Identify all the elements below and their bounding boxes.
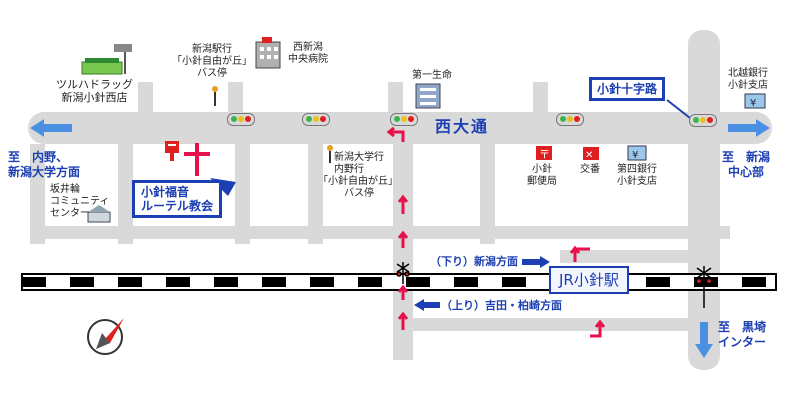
main-avenue-road — [28, 112, 772, 144]
community-center-label: 坂井輪 コミュニティ センター — [50, 184, 110, 219]
drugstore-label: ツルハドラッグ 新潟小針西店 — [56, 78, 133, 104]
direction-arrows — [30, 119, 770, 358]
traffic-signal-icon — [390, 113, 418, 126]
road-stub — [138, 82, 153, 112]
bus-stop-icon — [327, 145, 333, 163]
train-down-label: （下り）新潟方面 — [430, 255, 518, 268]
daiichi-label: 第一生命 — [412, 70, 452, 81]
church-cross-icon — [184, 143, 210, 176]
traffic-signal-icon — [689, 114, 717, 127]
south-road — [400, 318, 700, 331]
station-road — [393, 144, 413, 360]
railroad-crossing-icon — [396, 262, 410, 284]
mailbox-icon — [165, 141, 179, 161]
main-avenue-label: 西大通 — [435, 117, 490, 136]
train-up-label: （上り）吉田・柏崎方面 — [441, 299, 562, 312]
police-box-icon: ✕ — [583, 147, 599, 161]
bank-icon: ¥ — [744, 93, 766, 109]
road-stub — [533, 82, 548, 112]
drugstore-icon — [81, 44, 132, 75]
direction-south: 至 黒埼 インター — [718, 320, 767, 349]
road — [30, 144, 45, 244]
hospital-icon — [255, 37, 281, 69]
station-access-road — [560, 250, 700, 263]
direction-east: 至 新潟 中心部 — [722, 150, 771, 179]
road — [118, 144, 133, 244]
hospital-label: 西新潟 中央病院 — [288, 42, 328, 65]
road-stub — [228, 82, 243, 112]
church-label: 小針福音 ルーテル教会 — [132, 180, 223, 218]
train-arrows — [414, 256, 550, 311]
community-center-icon — [87, 205, 111, 223]
bus-stop-south-label: 新潟大学行 内野行 「小針自由が丘」 バス停 — [318, 152, 398, 199]
route-markers — [386, 126, 606, 338]
parallel-road — [30, 226, 730, 239]
direction-west: 至 内野、 新潟大学方面 — [8, 150, 81, 179]
compass-icon — [87, 318, 124, 355]
bus-stop-icon — [212, 86, 218, 106]
station-label: JR小針駅 — [549, 266, 629, 294]
intersection-label: 小針十字路 — [589, 77, 666, 101]
traffic-signal-icon — [227, 113, 255, 126]
daishi-bank-label: 第四銀行 小針支店 — [617, 164, 657, 187]
svg-text:✕: ✕ — [585, 150, 593, 161]
railroad-crossing-icon — [695, 266, 713, 308]
road — [480, 144, 495, 244]
hokuetsu-bank-label: 北越銀行 小針支店 — [728, 68, 768, 91]
traffic-signal-icon — [302, 113, 330, 126]
road — [235, 144, 250, 244]
post-office-icon: 〒 — [536, 146, 552, 161]
traffic-signal-icon — [556, 113, 584, 126]
svg-text:¥: ¥ — [750, 98, 756, 109]
road — [308, 144, 323, 244]
road-stub — [388, 82, 403, 112]
office-building-icon — [415, 83, 441, 109]
svg-text:¥: ¥ — [632, 150, 638, 161]
post-office-label: 小針 郵便局 — [527, 164, 557, 187]
bank-icon: ¥ — [627, 145, 647, 161]
svg-text:〒: 〒 — [539, 148, 550, 161]
police-box-label: 交番 — [580, 164, 600, 175]
bus-stop-north-label: 新潟駅行 「小針自由が丘」 バス停 — [172, 44, 252, 79]
